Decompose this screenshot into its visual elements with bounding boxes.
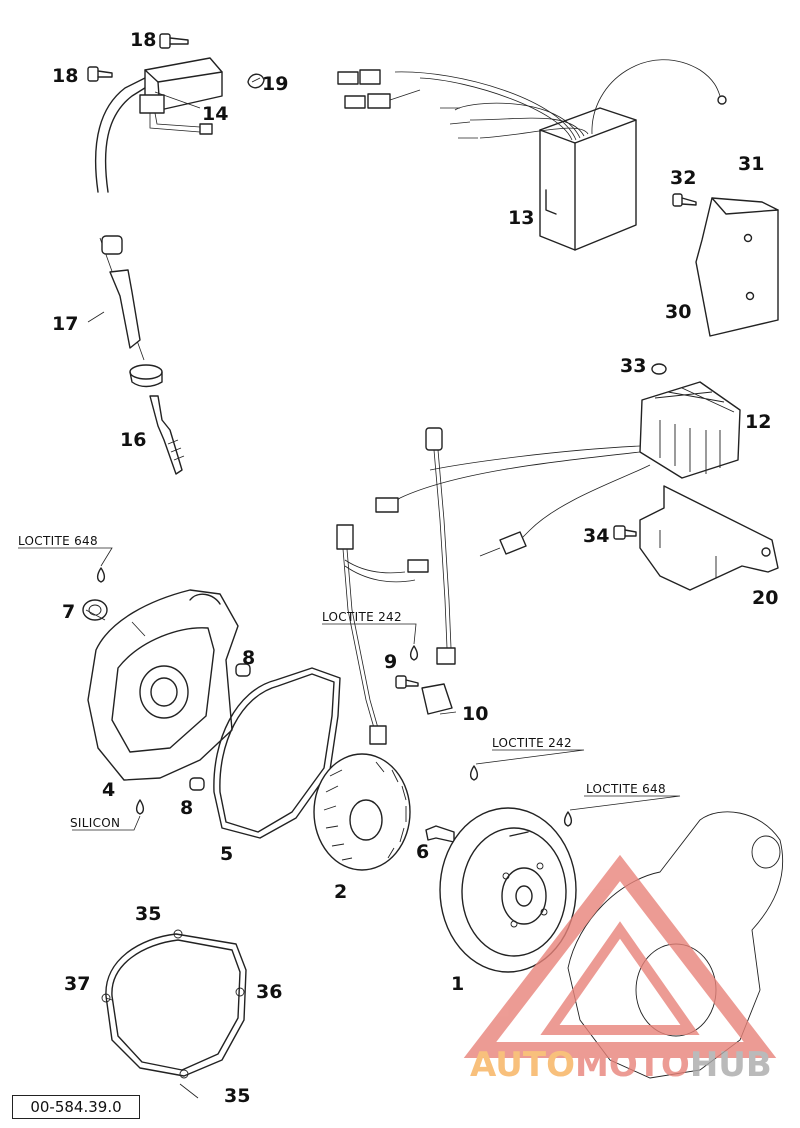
callout-9: 9 (384, 651, 397, 673)
screw-9 (395, 675, 419, 689)
callout-32: 32 (670, 167, 696, 189)
screw-18-left (87, 66, 113, 82)
stator (313, 753, 411, 871)
callout-1: 1 (451, 973, 464, 995)
cdi-cover (695, 197, 779, 337)
dowel-8-bottom (189, 777, 205, 791)
spark-plug-cap (99, 235, 163, 388)
callout-4: 4 (102, 779, 115, 801)
svg-text:AUTOMOTOHUB: AUTOMOTOHUB (470, 1045, 772, 1085)
callout-36: 36 (256, 981, 282, 1003)
callout-30: 30 (665, 301, 691, 323)
callout-33: 33 (620, 355, 646, 377)
ignition-coil (94, 57, 223, 193)
plug-7 (82, 599, 108, 621)
clip-19 (247, 73, 265, 89)
screw-32 (672, 193, 697, 207)
regulator-bracket (639, 485, 779, 591)
note-loctite-242-stator: LOCTITE 242 (322, 610, 402, 624)
note-loctite-242-bolt: LOCTITE 242 (492, 736, 572, 750)
callout-17: 17 (52, 313, 78, 335)
callout-35-top: 35 (135, 903, 161, 925)
pickup-sensor-10 (421, 683, 453, 715)
callout-19: 19 (262, 73, 288, 95)
bolt-6 (425, 825, 455, 843)
dowel-8-top (235, 663, 251, 677)
screw-34 (613, 525, 637, 540)
drawing-reference-code: 00-584.39.0 (12, 1095, 140, 1119)
cdi-unit (337, 59, 727, 251)
inner-gasket (101, 929, 247, 1079)
ignition-cover (87, 589, 239, 781)
flywheel-rotor (439, 807, 577, 973)
callout-5: 5 (220, 843, 233, 865)
loctite-drop-rotor (563, 811, 573, 827)
watermark-text-hub: HUB (690, 1045, 772, 1085)
voltage-regulator (375, 381, 741, 557)
callout-13: 13 (508, 207, 534, 229)
loctite-drop-pickup (409, 645, 419, 661)
note-silicon: SILICON (70, 816, 120, 830)
watermark-logo: AUTOMOTOHUB (463, 854, 777, 1085)
callout-6: 6 (416, 841, 429, 863)
callout-31: 31 (738, 153, 764, 175)
callout-35-bottom: 35 (224, 1085, 250, 1107)
pickup-wiring (336, 427, 456, 745)
assembly-notes: LOCTITE 648 LOCTITE 242 LOCTITE 242 LOCT… (18, 534, 666, 830)
callout-20: 20 (752, 587, 778, 609)
callout-18-top: 18 (130, 29, 156, 51)
note-loctite-648-cover: LOCTITE 648 (18, 534, 98, 548)
loctite-drop-bolt (469, 765, 479, 781)
callout-labels: 18 18 19 14 13 32 31 30 17 16 33 12 34 2… (52, 29, 778, 1107)
callout-12: 12 (745, 411, 771, 433)
callout-8-top: 8 (242, 647, 255, 669)
callout-7: 7 (62, 601, 75, 623)
callout-8-bottom: 8 (180, 797, 193, 819)
watermark-text-auto: AUTO (470, 1045, 575, 1085)
callout-18-left: 18 (52, 65, 78, 87)
nut-33 (651, 363, 667, 375)
callout-16: 16 (120, 429, 146, 451)
note-loctite-648-rotor: LOCTITE 648 (586, 782, 666, 796)
callout-37: 37 (64, 973, 90, 995)
loctite-drop-cover (96, 567, 106, 583)
watermark-text-moto: MOTO (575, 1045, 690, 1085)
callout-14: 14 (202, 103, 228, 125)
callout-2: 2 (334, 881, 347, 903)
watermark-triangle-icon (463, 854, 777, 1058)
callout-34: 34 (583, 525, 609, 547)
leader-lines (18, 91, 681, 1099)
callout-10: 10 (462, 703, 488, 725)
screw-18-top (159, 33, 189, 49)
spark-plug (149, 395, 185, 475)
silicon-drop (135, 799, 145, 815)
